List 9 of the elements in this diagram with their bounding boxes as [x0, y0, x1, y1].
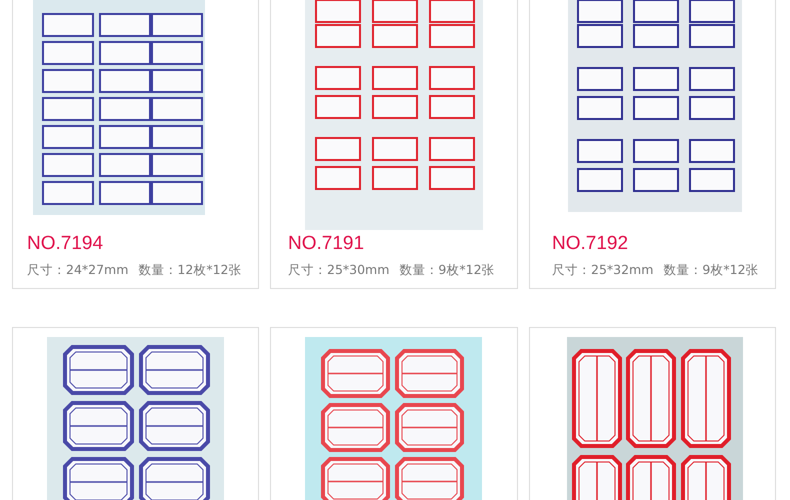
product-number: NO.7194	[27, 233, 104, 255]
product-number: NO.7192	[552, 233, 628, 255]
quantity-text: 数量：9枚*12张	[399, 262, 495, 279]
size-text: 尺寸：25*32mm	[552, 262, 654, 279]
quantity-text: 数量：12枚*12张	[138, 262, 242, 279]
size-text: 尺寸：24*27mm	[27, 262, 128, 279]
product-number: NO.7191	[288, 233, 364, 255]
size-text: 尺寸：25*30mm	[288, 262, 390, 279]
quantity-text: 数量：9枚*12张	[663, 262, 759, 279]
